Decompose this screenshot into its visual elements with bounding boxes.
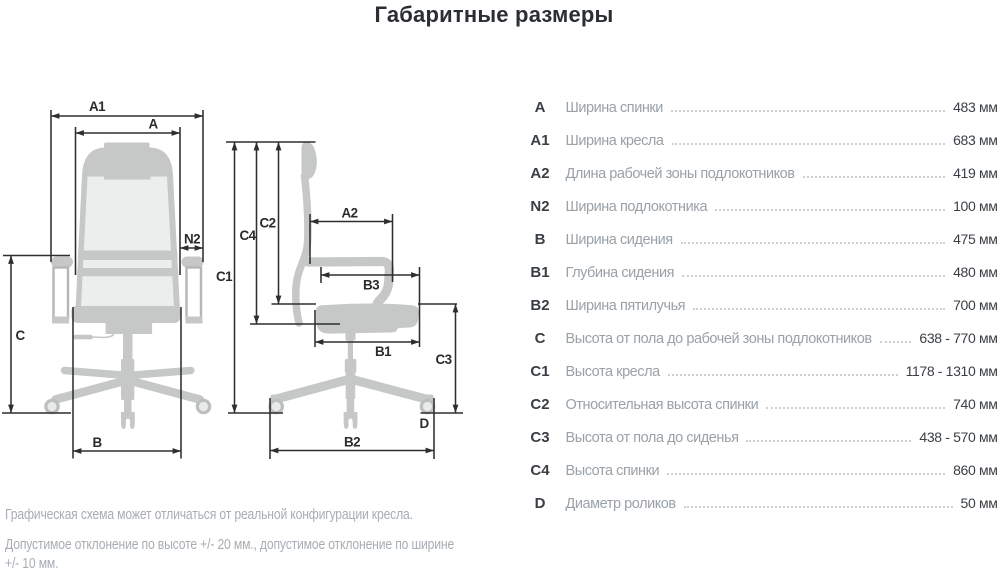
svg-text:B3: B3 <box>363 278 379 293</box>
svg-text:A1: A1 <box>89 99 106 114</box>
svg-text:A2: A2 <box>342 206 358 221</box>
svg-text:C2: C2 <box>260 216 276 231</box>
svg-text:A: A <box>148 117 158 132</box>
svg-text:B: B <box>92 435 102 450</box>
svg-text:D: D <box>419 416 429 431</box>
svg-text:C3: C3 <box>436 352 452 367</box>
svg-text:C: C <box>15 328 25 343</box>
svg-text:B2: B2 <box>344 435 360 450</box>
svg-text:N2: N2 <box>184 232 200 247</box>
svg-text:B1: B1 <box>375 344 392 359</box>
svg-text:C4: C4 <box>240 228 257 243</box>
svg-text:C1: C1 <box>216 269 233 284</box>
